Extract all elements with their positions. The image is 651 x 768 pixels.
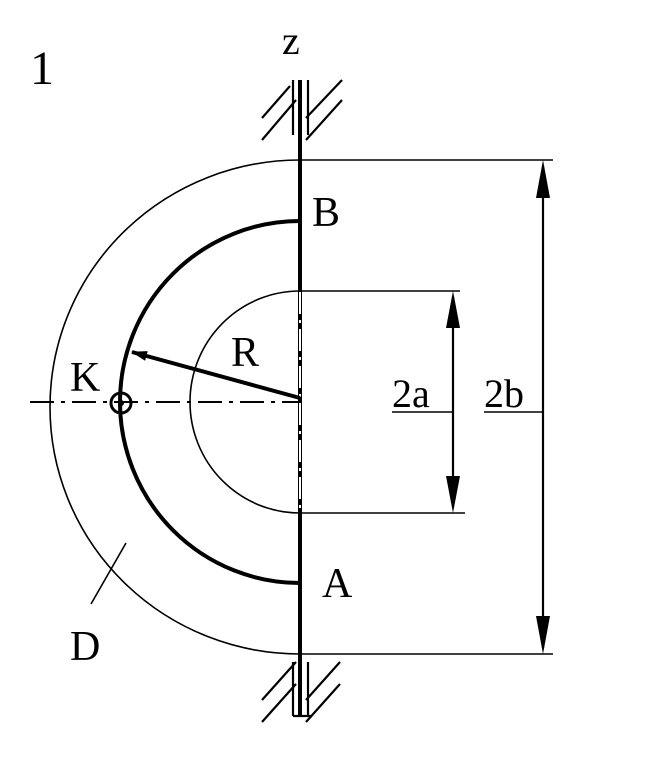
axis-label-z: z bbox=[282, 18, 300, 63]
label-2a: 2a bbox=[392, 371, 430, 416]
arrowhead-2b-bottom bbox=[536, 616, 550, 654]
arrowhead-2a-top bbox=[446, 291, 460, 328]
radius-arrow bbox=[131, 350, 301, 400]
label-r: R bbox=[231, 330, 259, 376]
bottom-bearing bbox=[261, 661, 341, 723]
arrowhead-2b-top bbox=[536, 160, 550, 198]
label-d: D bbox=[70, 624, 100, 670]
label-b: B bbox=[312, 190, 340, 236]
top-bearing bbox=[261, 79, 343, 141]
figure-number: 1 bbox=[30, 42, 54, 95]
arrowhead-2a-bottom bbox=[446, 476, 460, 513]
label-k: K bbox=[70, 355, 100, 401]
point-k-dot bbox=[118, 400, 124, 406]
point-k-marker bbox=[109, 391, 133, 415]
label-2b: 2b bbox=[484, 371, 524, 416]
label-a: A bbox=[322, 561, 353, 607]
leader-d bbox=[90, 542, 127, 605]
outer-semicircle bbox=[49, 159, 301, 655]
